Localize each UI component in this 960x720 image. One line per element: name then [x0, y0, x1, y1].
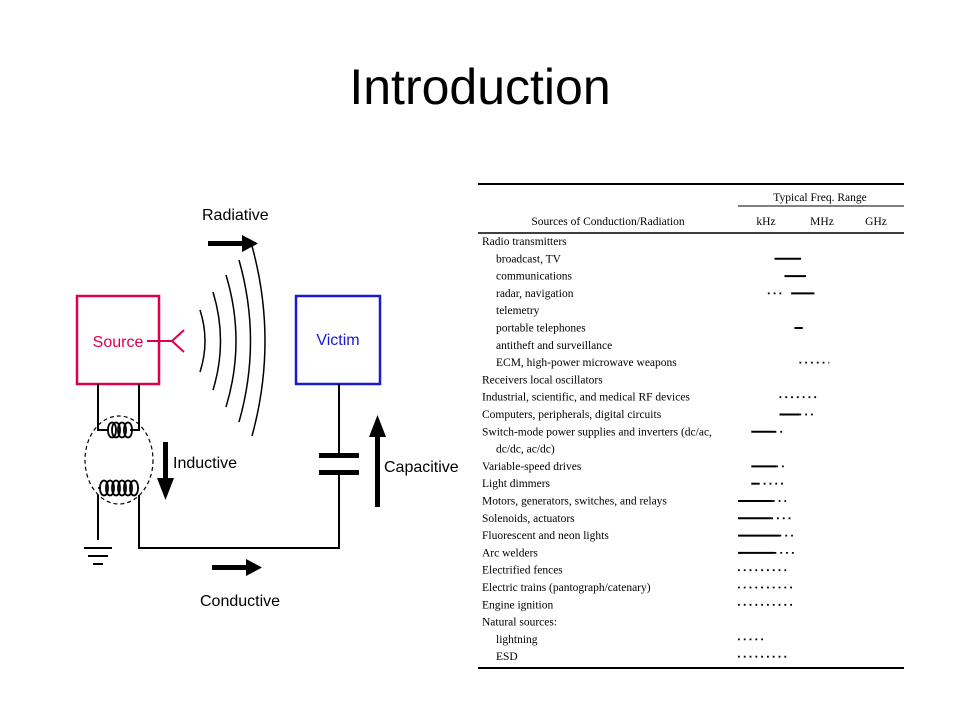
radiative-label: Radiative — [202, 207, 269, 224]
table-row-label: Electrified fences — [482, 565, 563, 577]
capacitive-label: Capacitive — [384, 459, 459, 476]
table-row-label: Variable-speed drives — [482, 461, 582, 473]
table-row-label: broadcast, TV — [496, 253, 562, 265]
table-row-label: Engine ignition — [482, 599, 553, 611]
table-row-label: Natural sources: — [482, 617, 557, 629]
table-row-label: communications — [496, 271, 573, 283]
table-row-label: Switch-mode power supplies and inverters… — [482, 426, 712, 438]
table-row-label: radar, navigation — [496, 288, 574, 300]
table-row-label: Solenoids, actuators — [482, 513, 575, 525]
table-rows: Radio transmitters broadcast, TV communica… — [482, 236, 830, 663]
coupling-ellipse — [84, 415, 154, 505]
table-row-label: Electric trains (pantograph/catenary) — [482, 582, 651, 594]
source-label: Source — [93, 334, 144, 351]
header-group: Typical Freq. Range — [773, 192, 866, 204]
coil-icon — [98, 421, 139, 497]
table-row-label: Arc welders — [482, 547, 538, 559]
slide-title: Introduction — [349, 59, 611, 115]
table-row-label: telemetry — [496, 305, 540, 317]
capacitor-icon — [319, 453, 359, 475]
coupling-diagram: Source Victim Radiative — [75, 207, 459, 610]
table-row-label: Light dimmers — [482, 478, 551, 490]
table-row-label: Industrial, scientific, and medical RF d… — [482, 392, 690, 404]
inductive-label: Inductive — [173, 455, 237, 472]
transformer-wires — [84, 384, 340, 565]
conductive-arrow-icon — [212, 559, 262, 576]
table-row-label: Fluorescent and neon lights — [482, 530, 609, 542]
table-row-label: Motors, generators, switches, and relays — [482, 496, 667, 508]
table-row-label: ECM, high-power microwave weapons — [496, 357, 677, 369]
capacitive-arrow-icon — [369, 415, 386, 507]
header-sources: Sources of Conduction/Radiation — [531, 216, 685, 228]
inductive-arrow-icon — [157, 442, 174, 500]
table-row-label: portable telephones — [496, 323, 586, 335]
table-row-label: antitheft and surveillance — [496, 340, 612, 352]
header-mhz: MHz — [810, 216, 834, 228]
victim-label: Victim — [316, 332, 359, 349]
antenna-icon — [147, 329, 185, 353]
table-row-label: lightning — [496, 634, 538, 646]
radiation-waves — [199, 245, 266, 437]
header-khz: kHz — [756, 216, 775, 228]
table-row-label: Radio transmitters — [482, 236, 567, 248]
header-ghz: GHz — [865, 216, 887, 228]
table-row-label: Computers, peripherals, digital circuits — [482, 409, 662, 421]
table-row-label: dc/dc, ac/dc) — [496, 444, 555, 456]
table-row-label: ESD — [496, 651, 518, 663]
table-row-label: Receivers local oscillators — [482, 374, 603, 386]
radiative-arrow-icon — [208, 235, 258, 252]
conductive-label: Conductive — [200, 593, 280, 610]
